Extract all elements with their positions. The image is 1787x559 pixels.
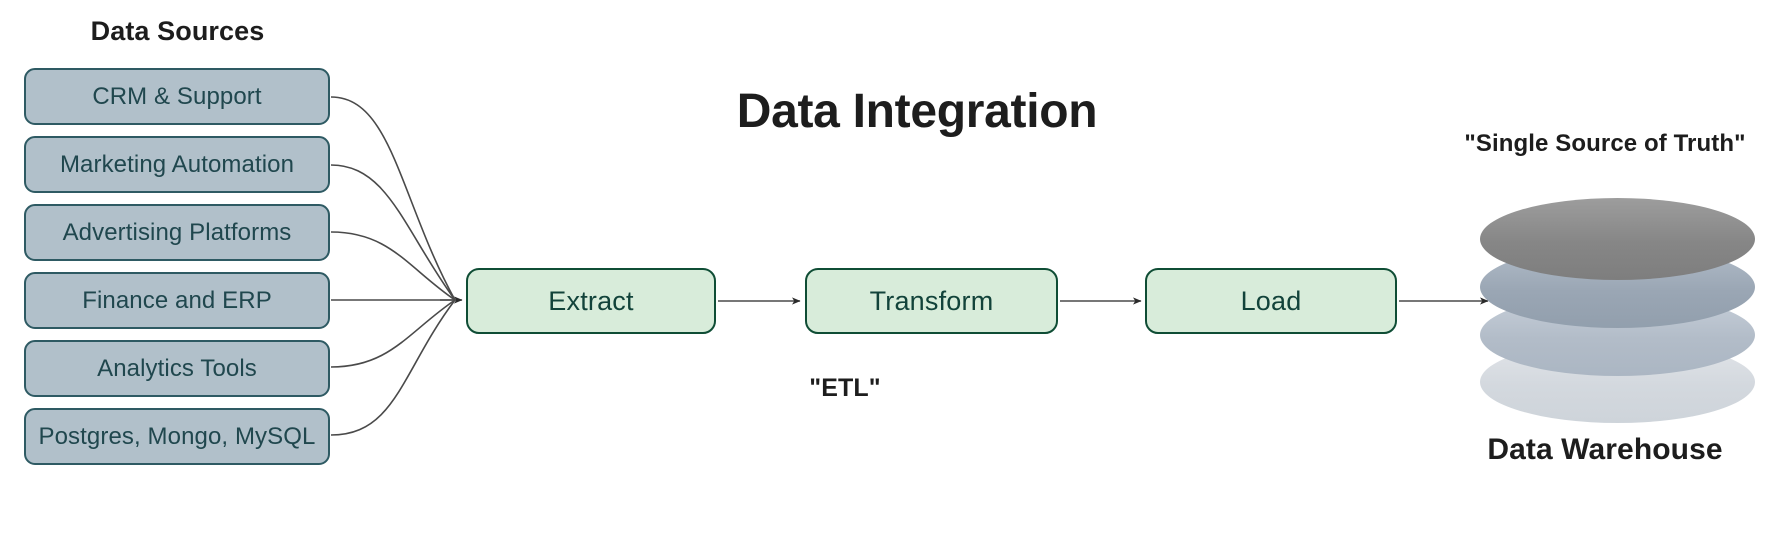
pipeline-stage-label: Extract	[548, 285, 634, 316]
pipeline-stage-label: Transform	[869, 285, 994, 316]
pipeline-stage-label: Load	[1240, 285, 1302, 316]
page-title: Data Integration	[736, 85, 1098, 138]
connector-advertising-platforms	[330, 231, 456, 301]
source-box-label: Finance and ERP	[82, 286, 272, 314]
connector-analytics-tools	[330, 299, 456, 368]
source-box-marketing-automation[interactable]: Marketing Automation	[24, 136, 330, 193]
connector-marketing-automation	[330, 164, 456, 301]
source-box-label: Analytics Tools	[97, 354, 257, 382]
pipeline-stage-extract[interactable]: Extract	[466, 268, 716, 334]
source-box-label: Advertising Platforms	[62, 218, 292, 246]
source-box-analytics-tools[interactable]: Analytics Tools	[24, 340, 330, 397]
source-box-label: CRM & Support	[92, 82, 262, 110]
pipeline-stage-load[interactable]: Load	[1145, 268, 1397, 334]
source-box-crm-support[interactable]: CRM & Support	[24, 68, 330, 125]
connector-crm-support	[330, 96, 456, 301]
source-box-databases[interactable]: Postgres, Mongo, MySQL	[24, 408, 330, 465]
source-box-label: Marketing Automation	[59, 150, 295, 178]
data-warehouse-caption: Data Warehouse	[1487, 433, 1723, 466]
warehouse-disk-1	[1480, 198, 1755, 280]
source-box-label: Postgres, Mongo, MySQL	[38, 422, 316, 450]
etl-caption: "ETL"	[809, 374, 881, 402]
source-box-advertising-platforms[interactable]: Advertising Platforms	[24, 204, 330, 261]
pipeline-stage-transform[interactable]: Transform	[805, 268, 1058, 334]
source-box-finance-erp[interactable]: Finance and ERP	[24, 272, 330, 329]
single-source-of-truth-caption: "Single Source of Truth"	[1464, 130, 1746, 157]
connector-databases	[330, 299, 456, 436]
data-sources-heading: Data Sources	[90, 16, 265, 46]
data-sources-list: CRM & Support Marketing Automation Adver…	[24, 68, 330, 476]
data-warehouse-cylinder-icon	[1480, 198, 1755, 423]
